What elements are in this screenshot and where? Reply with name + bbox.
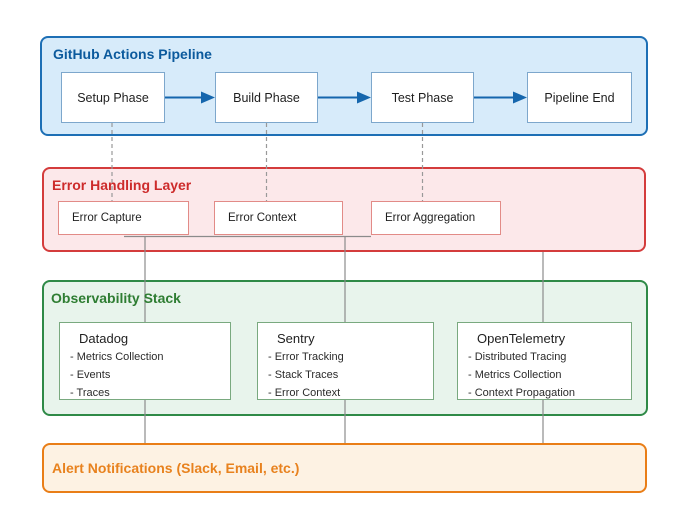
pipeline-title: GitHub Actions Pipeline (53, 46, 212, 62)
alerts-title: Alert Notifications (Slack, Email, etc.) (52, 460, 300, 476)
tool-item: - Metrics Collection (468, 369, 562, 381)
observability-title: Observability Stack (51, 290, 181, 306)
tool-item: - Error Context (268, 387, 341, 399)
tool-item: - Metrics Collection (70, 351, 164, 363)
node-opentelemetry: OpenTelemetry - Distributed Tracing - Me… (457, 322, 632, 400)
tool-name: OpenTelemetry (477, 331, 566, 346)
node-error-aggregation: Error Aggregation (371, 201, 501, 235)
tool-name: Sentry (277, 331, 315, 346)
error-layer-title: Error Handling Layer (52, 177, 192, 193)
tool-item: - Stack Traces (268, 369, 339, 381)
node-datadog: Datadog - Metrics Collection - Events - … (59, 322, 231, 400)
tool-item: - Context Propagation (468, 387, 576, 399)
node-error-capture: Error Capture (58, 201, 189, 235)
node-test-phase: Test Phase (371, 72, 474, 123)
node-error-context: Error Context (214, 201, 343, 235)
tool-name: Datadog (79, 331, 129, 346)
node-pipeline-end: Pipeline End (527, 72, 632, 123)
tool-item: - Events (70, 369, 111, 381)
tool-item: - Traces (70, 387, 110, 399)
tool-item: - Distributed Tracing (468, 351, 567, 363)
tool-item: - Error Tracking (268, 351, 344, 363)
node-sentry: Sentry - Error Tracking - Stack Traces -… (257, 322, 434, 400)
node-build-phase: Build Phase (215, 72, 318, 123)
alert-notifications-container (42, 443, 647, 493)
node-setup-phase: Setup Phase (61, 72, 165, 123)
